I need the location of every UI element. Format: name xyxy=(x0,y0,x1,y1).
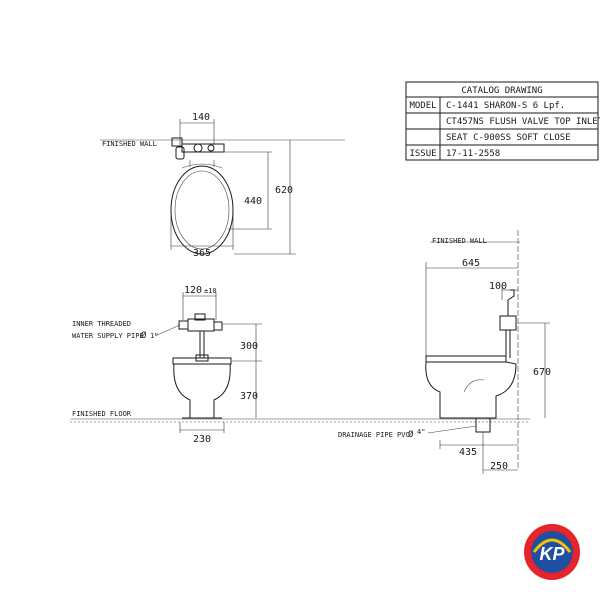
side-drainage-label: DRAINAGE PIPE PVC xyxy=(338,431,410,439)
front-valve-body xyxy=(187,318,215,332)
logo-text: KP xyxy=(539,544,565,564)
front-supply-dia-symbol: Ø xyxy=(141,330,147,341)
top-dim-440: 440 xyxy=(244,196,262,207)
side-dim-100: 100 xyxy=(489,281,507,292)
front-dim-300: 300 xyxy=(240,341,258,352)
title-block-seat-value: SEAT C-900SS SOFT CLOSE xyxy=(446,133,571,143)
side-drainage-size: 4" xyxy=(417,428,425,436)
top-view: FINISHED WALL 140 620 440 365 xyxy=(100,112,345,259)
side-dim-250: 250 xyxy=(490,461,508,472)
side-finished-wall-label: FINISHED WALL xyxy=(432,237,487,245)
front-supply-label-line2: WATER SUPPLY PIPE xyxy=(72,332,144,340)
side-dim-645: 645 xyxy=(462,258,480,269)
front-view: 120 ±10 INNER THREADED WATER SUPPLY PIPE… xyxy=(70,285,530,445)
front-dim-230: 230 xyxy=(193,434,211,445)
side-dim-435: 435 xyxy=(459,447,477,458)
side-dim-670: 670 xyxy=(533,367,551,378)
front-dim-120-tolerance: ±10 xyxy=(204,287,217,295)
logo-accent-arc xyxy=(532,538,572,553)
title-block-valve-value: CT457NS FLUSH VALVE TOP INLET xyxy=(446,117,600,127)
side-view: FINISHED WALL 645 100 670 DRAINAGE PIPE … xyxy=(338,230,551,474)
top-dim-365: 365 xyxy=(193,248,211,259)
title-block-heading: CATALOG DRAWING xyxy=(461,86,542,96)
top-dim-140: 140 xyxy=(192,112,210,123)
title-block-label-issue: ISSUE xyxy=(409,149,436,159)
title-block-issue-value: 17-11-2558 xyxy=(446,149,500,159)
front-view-bowl xyxy=(173,363,231,419)
front-supply-label-line1: INNER THREADED xyxy=(72,320,131,328)
title-block-model-value: C-1441 SHARON-S 6 Lpf. xyxy=(446,101,565,111)
title-block-label-model: MODEL xyxy=(409,101,436,111)
front-supply-size: 1" xyxy=(150,332,158,340)
side-valve-body xyxy=(499,315,517,331)
top-valve-body xyxy=(171,137,183,147)
top-dim-620: 620 xyxy=(275,185,293,196)
logo-inner-circle xyxy=(531,531,573,573)
title-block: CATALOG DRAWING MODEL C-1441 SHARON-S 6 … xyxy=(405,81,600,161)
front-finished-floor-label: FINISHED FLOOR xyxy=(72,410,132,418)
side-drainage-dia-symbol: Ø xyxy=(408,429,414,440)
front-dim-120: 120 xyxy=(184,285,202,296)
front-dim-370: 370 xyxy=(240,391,258,402)
side-view-bowl xyxy=(425,361,517,419)
top-view-bowl xyxy=(170,165,234,255)
top-view-finished-wall-label: FINISHED WALL xyxy=(102,140,157,148)
side-view-seat xyxy=(425,355,507,363)
brand-logo: KP xyxy=(524,524,580,580)
